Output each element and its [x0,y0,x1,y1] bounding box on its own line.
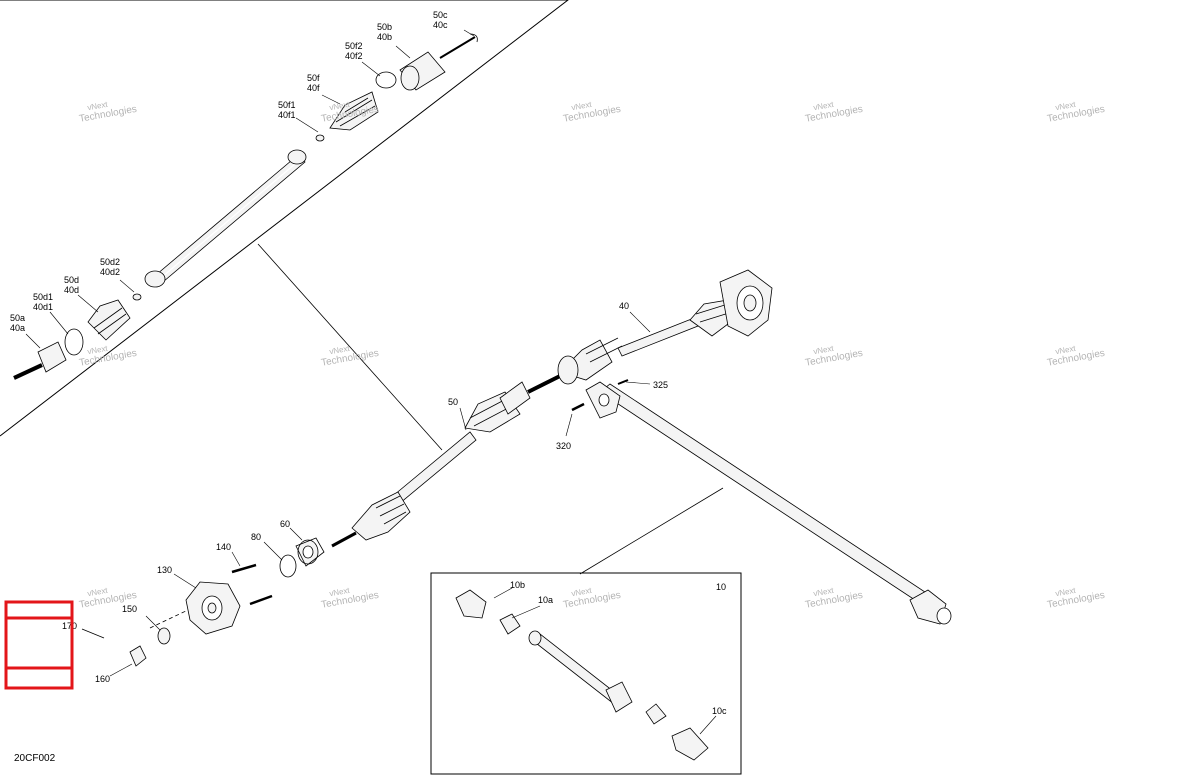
callout-160: 160 [95,674,110,684]
callout-130: 130 [157,565,172,575]
watermark-line1: vNext [571,100,593,113]
watermark-line1: vNext [329,100,351,113]
callout-50: 50 [448,397,458,407]
callout-10b: 10b [510,580,525,590]
callout-320: 320 [556,441,571,451]
callout-40b: 40b [377,32,392,42]
callout-50a: 50a [10,313,25,323]
watermark-line1: vNext [1055,586,1077,599]
watermark-line1: vNext [571,586,593,599]
callout-40: 40 [619,301,629,311]
watermark-line1: vNext [87,586,109,599]
watermark-line1: vNext [329,344,351,357]
callout-325: 325 [653,380,668,390]
highlight-hotspots[interactable] [4,600,74,690]
watermark-line1: vNext [813,586,835,599]
watermark-line1: vNext [813,344,835,357]
leader-inset-top [257,243,443,451]
watermark-line1: vNext [1055,100,1077,113]
callout-40d1: 40d1 [33,302,53,312]
callout-10a: 10a [538,595,553,605]
watermark-line1: vNext [87,344,109,357]
watermark-line1: vNext [1055,344,1077,357]
callout-40d: 40d [64,285,79,295]
callout-140: 140 [216,542,231,552]
callout-leaders [25,29,717,735]
leader-inset-bottom [579,487,724,575]
watermark-line1: vNext [813,100,835,113]
inset-frame-top [0,0,569,437]
callout-50b: 50b [377,22,392,32]
callout-labels: 50c 40c 50b 40b 50f2 40f2 50f 40f 50f1 4… [10,10,727,716]
callout-40f: 40f [307,83,320,93]
hotspot-160[interactable] [4,616,74,690]
diagram-code: 20CF002 [14,753,56,764]
inset-frame-driveshaft [430,572,742,775]
hub-parts [81,537,325,667]
prop-shaft [571,379,952,625]
watermark-line1: vNext [87,100,109,113]
callout-40f2: 40f2 [345,51,363,61]
callout-50d: 50d [64,275,79,285]
callout-60: 60 [280,519,290,529]
callout-170: 170 [62,621,77,631]
callout-150: 150 [122,604,137,614]
callout-50f: 50f [307,73,320,83]
callout-80: 80 [251,532,261,542]
callout-50c: 50c [433,10,448,20]
callout-40f1: 40f1 [278,110,296,120]
exploded-axle [13,33,478,380]
callout-40a: 40a [10,323,25,333]
main-axle [331,269,773,548]
callout-50d1: 50d1 [33,292,53,302]
callout-40d2: 40d2 [100,267,120,277]
callout-50f1: 50f1 [278,100,296,110]
callout-10c: 10c [712,706,727,716]
callout-40c: 40c [433,20,448,30]
callout-50d2: 50d2 [100,257,120,267]
watermark-line1: vNext [329,586,351,599]
callout-10: 10 [716,582,726,592]
callout-50f2: 50f2 [345,41,363,51]
driveshaft-inset-parts [455,589,709,761]
